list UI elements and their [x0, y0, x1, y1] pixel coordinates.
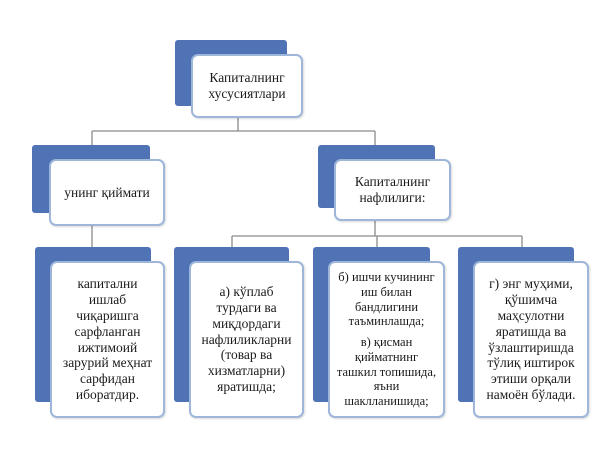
- node-item-v-label: в) қисман қийматнинг ташкил топишида, яъ…: [336, 335, 437, 409]
- node-right: Капиталнинг нафлилиги:: [318, 145, 453, 223]
- node-root-label: Капиталнинг хусусиятлари: [208, 70, 286, 101]
- node-root: Капиталнинг хусусиятлари: [175, 40, 305, 120]
- node-left-label: унинг қиймати: [64, 184, 150, 200]
- node-left: унинг қиймати: [32, 145, 167, 228]
- node-item-b: б) ишчи кучининг иш билан бандлигини таъ…: [313, 247, 446, 419]
- node-item-a: а) кўплаб турдаги ва миқдордаги нафлилик…: [174, 247, 305, 419]
- node-left-detail-label: капитални ишлаб чиқаришга сарфланган ижт…: [62, 275, 153, 403]
- node-right-label: Капиталнинг нафлилиги:: [354, 174, 431, 205]
- node-left-detail: капитални ишлаб чиқаришга сарфланган ижт…: [35, 247, 166, 419]
- node-item-g-label: г) энг муҳими, қўшимча маҳсулотни яратиш…: [486, 275, 576, 403]
- node-item-b-label: б) ишчи кучининг иш билан бандлигини таъ…: [338, 270, 435, 329]
- node-item-g: г) энг муҳими, қўшимча маҳсулотни яратиш…: [458, 247, 590, 419]
- node-item-a-label: а) кўплаб турдаги ва миқдордаги нафлилик…: [201, 283, 292, 395]
